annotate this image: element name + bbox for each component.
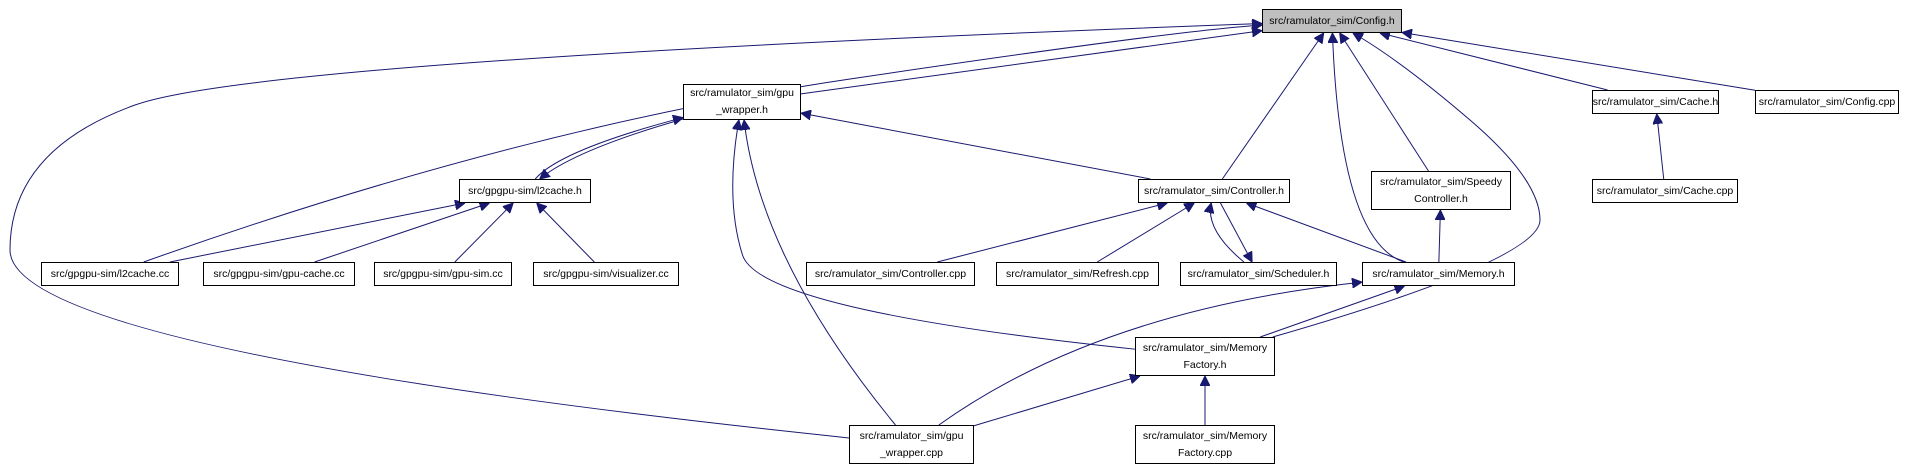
edge-scheduler-h-to-controller-h (1210, 203, 1245, 263)
edge-refresh-h-to-controller-h (1096, 203, 1194, 263)
node-gpu-sim-cc[interactable]: src/gpgpu-sim/gpu-sim.cc (374, 262, 512, 286)
edge-memfactory-h-to-memory-h (1260, 286, 1404, 338)
edge-visualizer-cc-to-l2cache-h (537, 203, 595, 263)
edge-cache-h-to-config-h (1380, 33, 1608, 91)
node-memory-factory-h[interactable]: src/ramulator_sim/Memory Factory.h (1135, 337, 1275, 376)
edge-controller-h-to-config-h (1221, 33, 1323, 180)
node-gpu-cache-cc[interactable]: src/gpgpu-sim/gpu-cache.cc (203, 262, 355, 286)
node-gpu-wrapper-h[interactable]: src/ramulator_sim/gpu _wrapper.h (683, 84, 801, 120)
edge-controller-h-to-gpu-wrapper-h (801, 113, 1151, 180)
node-cache-h[interactable]: src/ramulator_sim/Cache.h (1592, 90, 1719, 114)
node-scheduler-h[interactable]: src/ramulator_sim/Scheduler.h (1180, 262, 1337, 286)
node-controller-cpp[interactable]: src/ramulator_sim/Controller.cpp (806, 262, 975, 286)
node-l2cache-cc[interactable]: src/gpgpu-sim/l2cache.cc (41, 262, 179, 286)
edge-gpu-wrapper-cpp-to-gpu-wrapper-h (744, 120, 896, 426)
node-memory-h[interactable]: src/ramulator_sim/Memory.h (1362, 262, 1515, 286)
edge-l2cache-cc-to-config-h (143, 25, 1262, 263)
edge-gpu-wrapper-cpp-to-memfactory-h (973, 376, 1140, 427)
edge-controller-h-to-scheduler-h (1220, 202, 1252, 262)
node-config-h: src/ramulator_sim/Config.h (1262, 9, 1402, 33)
node-l2cache-h[interactable]: src/gpgpu-sim/l2cache.h (459, 179, 591, 203)
edge-memory-h-to-speedy-h (1439, 210, 1441, 263)
edge-memfactory-h-to-gpu-wrapper-h (733, 120, 1136, 350)
node-memory-factory-cpp[interactable]: src/ramulator_sim/Memory Factory.cpp (1135, 425, 1275, 464)
edge-gpu-wrapper-h-to-l2cache-h (540, 118, 684, 179)
node-speedy-controller-h[interactable]: src/ramulator_sim/Speedy Controller.h (1371, 171, 1511, 210)
edge-gpu-wrapper-h-to-config-h (800, 31, 1262, 95)
node-config-cpp[interactable]: src/ramulator_sim/Config.cpp (1755, 90, 1899, 114)
edge-gpu-wrapper-cpp-to-config-h (9, 24, 1262, 439)
edge-memory-h-to-config-h (1332, 33, 1404, 263)
node-visualizer-cc[interactable]: src/gpgpu-sim/visualizer.cc (533, 262, 679, 286)
edge-l2cache-h-to-gpu-wrapper-h (534, 118, 683, 180)
node-refresh-cpp[interactable]: src/ramulator_sim/Refresh.cpp (996, 262, 1159, 286)
edge-speedy-h-to-config-h (1340, 33, 1429, 172)
node-gpu-wrapper-cpp[interactable]: src/ramulator_sim/gpu _wrapper.cpp (849, 425, 974, 464)
edge-memory-h-to-controller-h (1246, 203, 1407, 263)
edge-controller-cpp-to-controller-h (937, 203, 1167, 263)
edge-gpu-wrapper-cpp-to-memory-h (938, 282, 1362, 426)
edge-l2cache-cc-to-l2cache-h (169, 203, 465, 263)
node-cache-cpp[interactable]: src/ramulator_sim/Cache.cpp (1592, 179, 1738, 203)
edge-config-cpp-to-config-h (1402, 32, 1756, 91)
edge-gpu-sim-cc-to-l2cache-h (454, 203, 513, 263)
node-controller-h[interactable]: src/ramulator_sim/Controller.h (1138, 179, 1290, 203)
edge-cache-cpp-to-cache-h (1657, 114, 1665, 180)
edge-gpu-cache-cc-to-l2cache-h (314, 203, 490, 263)
